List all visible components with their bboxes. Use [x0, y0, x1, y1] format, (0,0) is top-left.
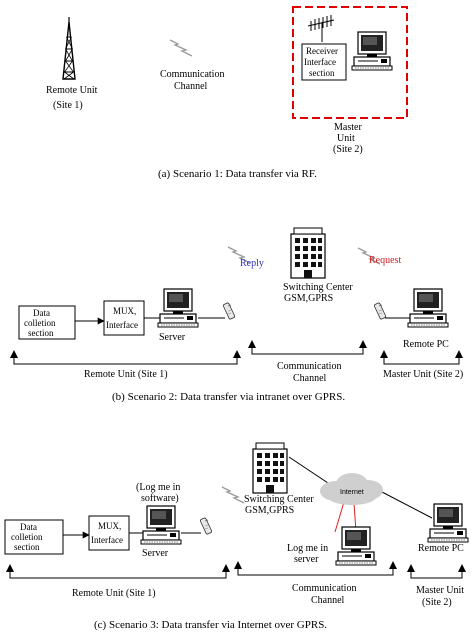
s1-master-label-1: Master	[334, 122, 362, 133]
s3-master-label-1: Master Unit	[416, 585, 464, 596]
s3-mux-label-1: MUX,	[98, 521, 121, 531]
s2-switching-label-1: Switching Center	[283, 282, 353, 293]
s1-remote-unit-label: Remote Unit	[46, 85, 98, 96]
s3-remote-pc-label: Remote PC	[418, 543, 464, 554]
s3-switching-center-building-icon	[252, 442, 288, 494]
s2-channel-label-1: Communication	[277, 361, 341, 372]
s1-receiver-box	[301, 43, 347, 81]
s3-server-label: Server	[142, 548, 169, 559]
s3-internet-label: Internet	[340, 489, 364, 496]
s2-remote-phone-icon	[222, 302, 236, 320]
s3-log-software-label-2: software)	[141, 493, 179, 504]
s3-mux-box	[88, 515, 130, 551]
s2-remote-unit-bracket	[13, 356, 238, 365]
s2-master-unit-label: Master Unit (Site 2)	[383, 369, 463, 380]
s2-master-unit-bracket	[383, 356, 460, 365]
s2-switching-label-2: GSM,GPRS	[284, 293, 333, 304]
s3-remote-pc-icon	[427, 503, 469, 543]
s2-server-computer-icon	[157, 288, 199, 328]
s3-switching-label-2: GSM,GPRS	[245, 505, 294, 516]
s3-log-server-label-1: Log me in	[287, 543, 328, 554]
s1-channel-label-2: Channel	[174, 81, 208, 92]
s2-master-phone-icon	[373, 302, 387, 320]
s3-mux-label-2: Interface	[91, 535, 123, 545]
s3-data-label-2: colletion	[11, 532, 43, 542]
s2-data-collection-box	[18, 305, 76, 340]
s1-master-unit-boundary	[292, 6, 408, 119]
s1-wireless-signal-icon	[169, 39, 193, 57]
s3-remote-unit-label: Remote Unit (Site 1)	[72, 588, 156, 599]
s2-reply-label: Reply	[240, 258, 264, 269]
s3-remote-unit-bracket	[9, 570, 227, 579]
s2-channel-bracket	[251, 346, 364, 355]
s3-data-label-1: Data	[20, 522, 37, 532]
s2-mux-label-1: MUX,	[113, 306, 136, 316]
s2-data-label-1: Data	[33, 308, 50, 318]
s3-log-server-label-2: server	[294, 554, 319, 565]
s2-remote-pc-icon	[407, 288, 449, 328]
s2-mux-box	[103, 300, 145, 336]
s3-switching-label-1: Switching Center	[244, 494, 314, 505]
s1-remote-unit-site: (Site 1)	[53, 100, 83, 111]
internet-cloud-icon	[320, 473, 383, 505]
s2-switching-center-building-icon	[290, 227, 326, 279]
s3-server-computer-icon	[140, 505, 182, 545]
s2-data-label-3: section	[28, 328, 54, 338]
s3-master-unit-bracket	[410, 570, 463, 579]
s1-channel-label-1: Communication	[160, 69, 224, 80]
s2-server-label: Server	[159, 332, 186, 343]
s2-caption: (b) Scenario 2: Data transfer via intran…	[112, 391, 345, 403]
s3-caption: (c) Scenario 3: Data transfer via Intern…	[94, 619, 327, 631]
s3-remote-phone-icon	[199, 517, 213, 535]
s1-receiver-label-3: section	[309, 68, 335, 78]
s1-master-label-2: Unit	[337, 133, 355, 144]
s2-data-label-2: colletion	[24, 318, 56, 328]
s1-receiver-label-2: Interface	[304, 57, 336, 67]
s3-data-label-3: section	[14, 542, 40, 552]
radio-tower-icon	[62, 17, 76, 80]
s3-channel-label-1: Communication	[292, 583, 356, 594]
s3-internet-to-server-link-1	[334, 501, 345, 533]
s1-master-label-3: (Site 2)	[333, 144, 363, 155]
s1-caption: (a) Scenario 1: Data transfer via RF.	[158, 168, 317, 180]
s3-data-collection-box	[4, 519, 64, 555]
s2-remote-unit-label: Remote Unit (Site 1)	[84, 369, 168, 380]
s3-master-label-2: (Site 2)	[422, 597, 452, 608]
s2-remote-pc-label: Remote PC	[403, 339, 449, 350]
antenna-icon	[307, 15, 335, 42]
s2-mux-label-2: Interface	[106, 320, 138, 330]
s3-log-server-computer-icon	[335, 526, 377, 566]
s3-internet-to-remote-pc-line	[381, 491, 433, 519]
s3-channel-bracket	[237, 567, 394, 576]
s2-channel-label-2: Channel	[293, 373, 327, 384]
s2-request-label: Request	[369, 255, 401, 266]
s1-master-computer-icon	[351, 31, 393, 71]
s3-wireless-signal-icon	[221, 486, 245, 504]
s3-channel-label-2: Channel	[311, 595, 345, 606]
s1-receiver-label-1: Receiver	[306, 46, 338, 56]
s3-log-software-label-1: (Log me in	[136, 482, 180, 493]
